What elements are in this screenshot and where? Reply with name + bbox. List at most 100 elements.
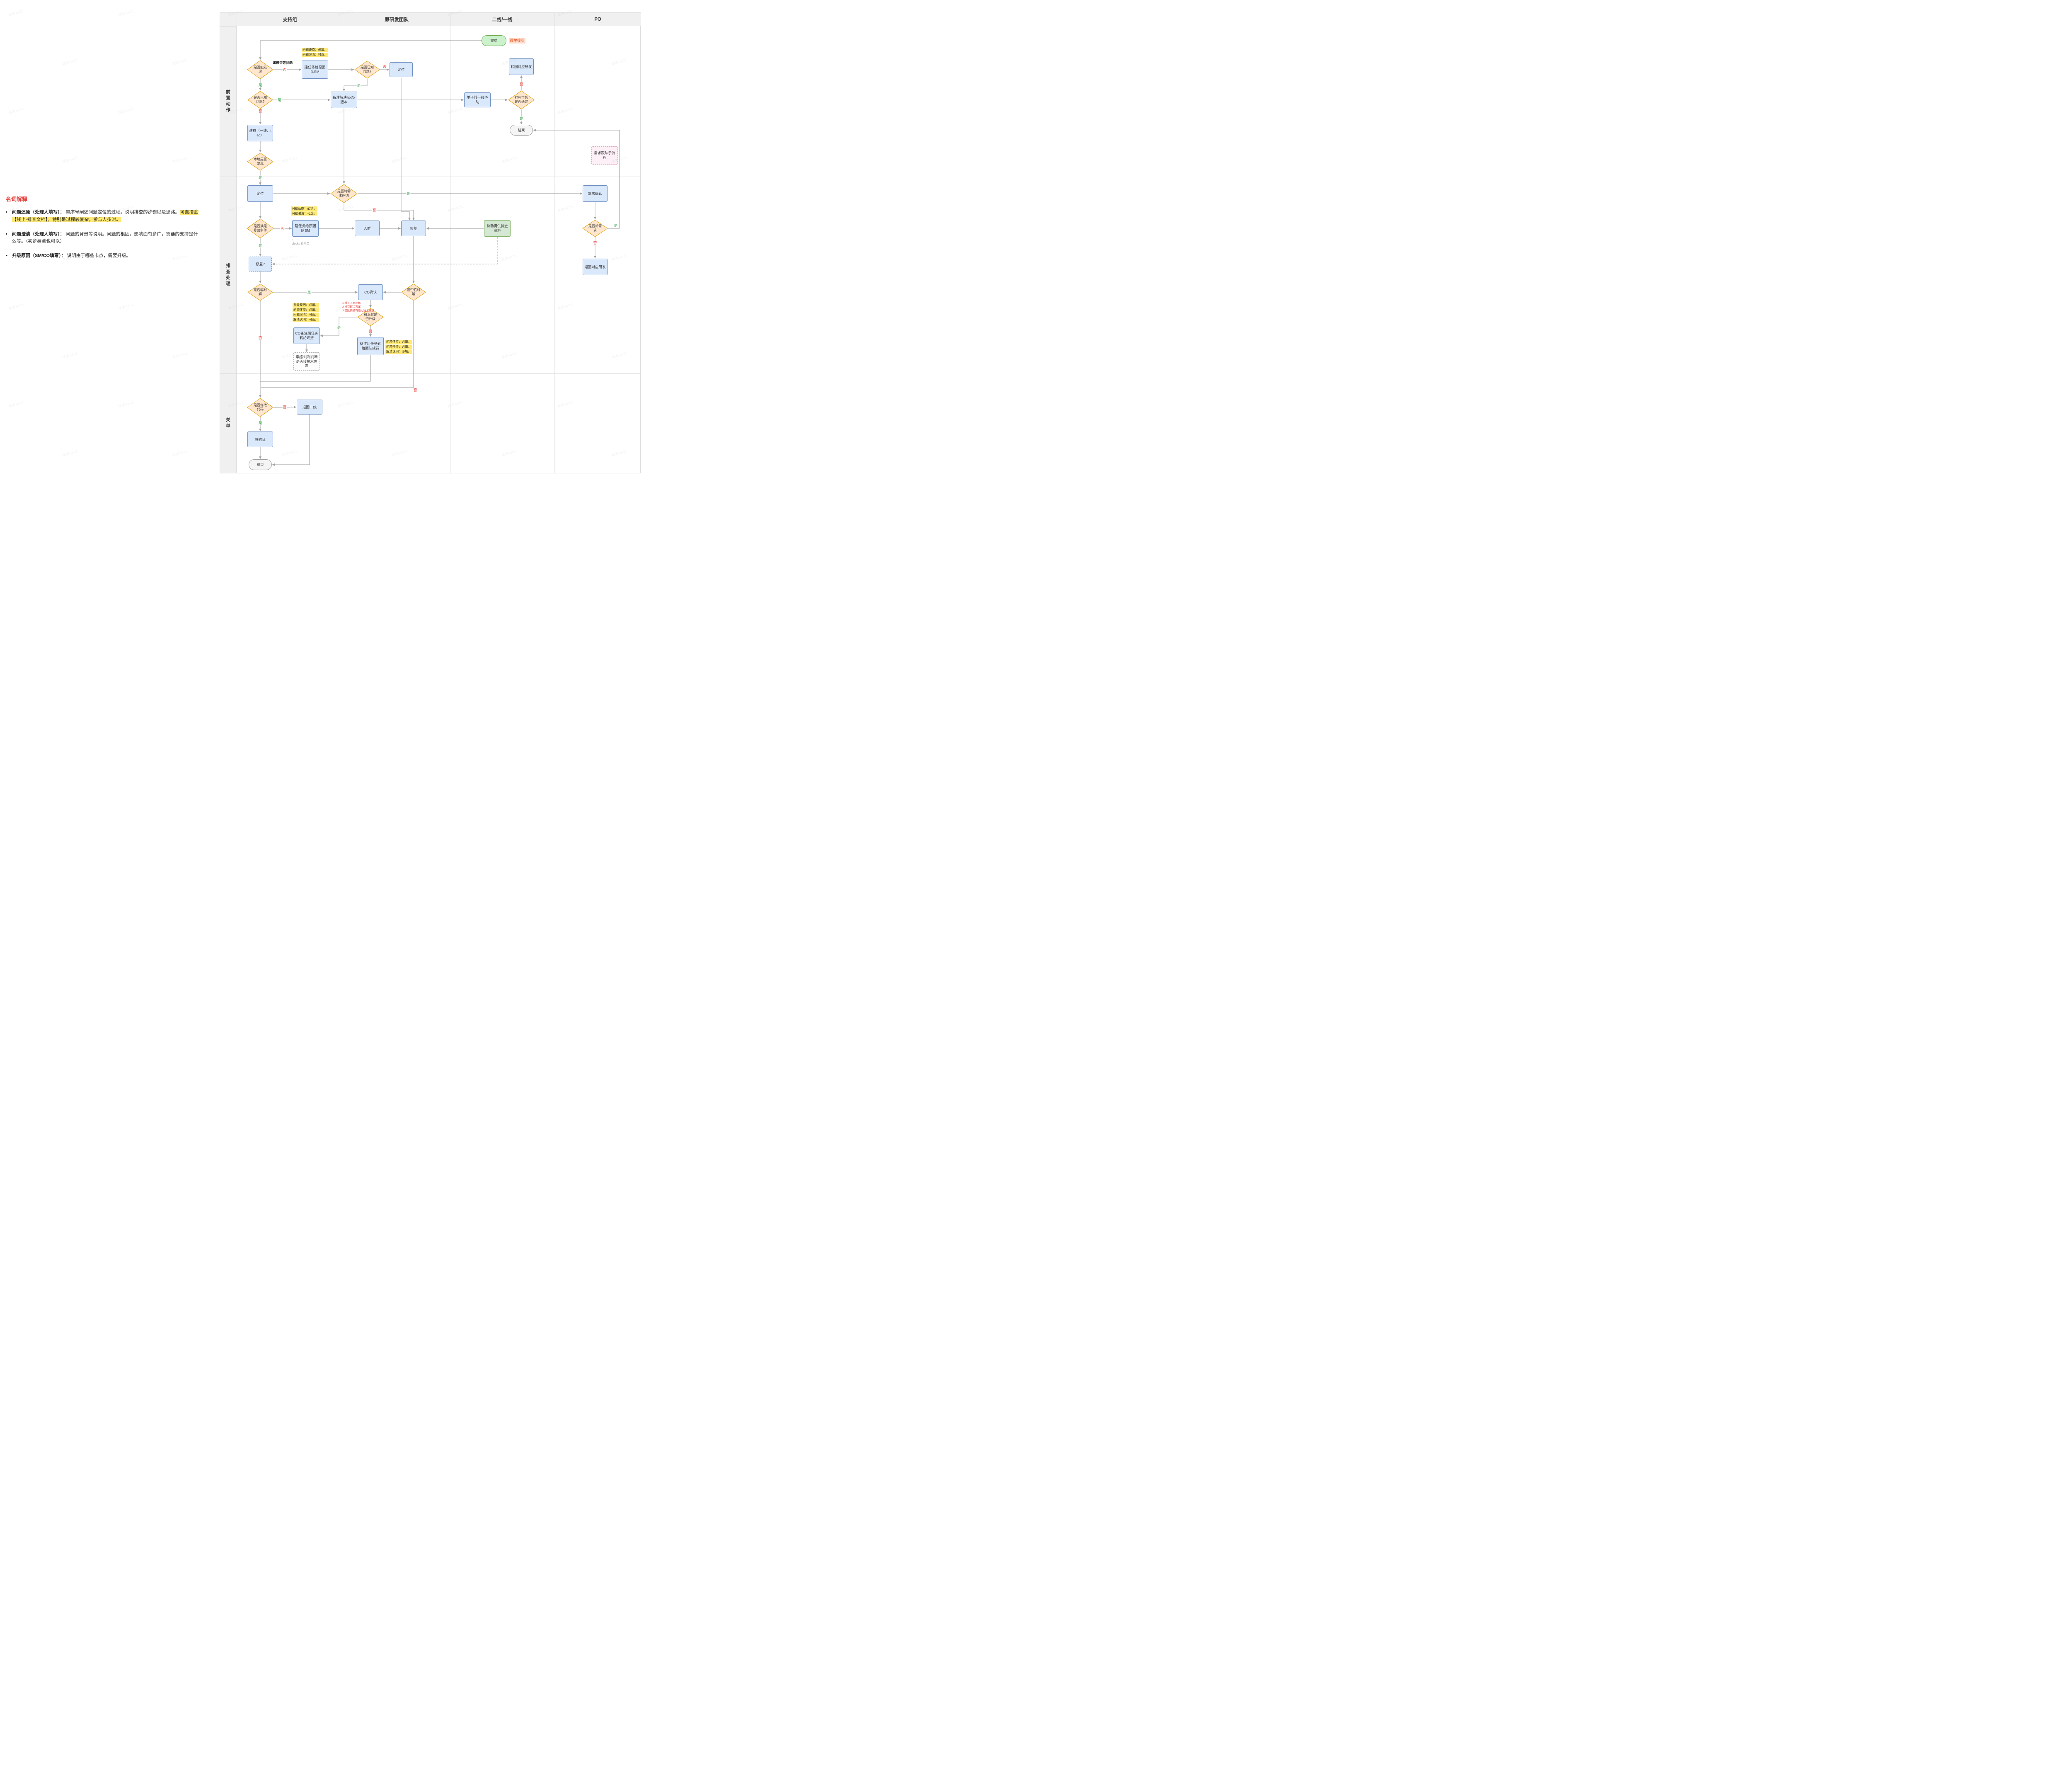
edge-label-no-20: 否 (282, 405, 287, 409)
node-label: 是否临时解 (407, 288, 420, 296)
node-known-issue-1[interactable]: 是否已知问题? (354, 61, 380, 79)
node-can-handle[interactable]: 是否能处理 (247, 60, 274, 79)
node-label: 根本解是否升级 (363, 313, 377, 321)
node-ticket-to-line1[interactable]: 单子转一线协助 (464, 92, 491, 107)
node-ticket-submit[interactable]: 提单 (482, 35, 506, 46)
annotation-note-restore-2: 问题还原：必填。问题澄清：可选。 (291, 206, 317, 216)
glossary-term: 升级原因（SM/CO填写）： (12, 253, 66, 259)
node-end-top[interactable]: 结束 (510, 125, 533, 136)
node-temp-solution-2[interactable]: 是否临时解 (401, 284, 426, 301)
node-req-track-subflow[interactable]: 需求跟踪子流程 (591, 146, 618, 165)
node-label: 入群 (363, 226, 371, 230)
node-locate-1[interactable]: 定位 (390, 62, 413, 77)
glossary-text: 问题还原（处理人填写）： 带序号阐述问题定位的过程。说明排查的步骤以及思路。可直… (12, 209, 201, 224)
node-assist-materials[interactable]: 协助提供排查资料 (484, 220, 511, 237)
node-note-hotfix-version[interactable]: 备注解决hotfix版本 (331, 92, 357, 108)
node-back-to-rd[interactable]: 转回对应研发 (509, 58, 534, 75)
node-co-confirm[interactable]: CO确认 (358, 284, 383, 300)
node-label: 修复 (410, 226, 417, 230)
edge-label-yes-12: 是 (258, 243, 263, 247)
diamond-shape (247, 398, 274, 417)
column-header-po: PO (554, 13, 641, 26)
node-to-requirement-po[interactable]: 是否转需求(PO) (330, 184, 358, 203)
edge-label-yes-13: 是 (613, 223, 618, 228)
node-label: 退回对应研发 (584, 264, 606, 269)
edge-label-no-19: 否 (413, 388, 418, 392)
edge-label-no-0: 否 (282, 67, 287, 72)
node-label: 本地是否复现 (253, 157, 267, 165)
corner-cell (220, 13, 237, 26)
edge-label-yes-2: 是 (356, 83, 361, 87)
annotation-note-restore-3: 问题还原：必填。问题澄清：必填。解法说明：必填。 (385, 340, 412, 354)
node-note-task-to-team[interactable]: 备注后任务转给团队成员 (357, 337, 384, 355)
diamond-shape (247, 91, 273, 109)
node-label: 修复? (256, 262, 265, 266)
column-header-support-group: 支持组 (237, 13, 343, 26)
edge-label-yes-4: 是 (277, 97, 282, 102)
node-create-group[interactable]: 建群（一线、tac） (247, 125, 273, 141)
node-label: 建任务给原团队SM (304, 65, 326, 74)
edge-label-no-10: 否 (372, 208, 377, 212)
node-new-requirement[interactable]: 是否新需求 (582, 220, 608, 237)
node-create-task-orig-sm-2[interactable]: 建任务给原团队SM (292, 220, 319, 237)
node-label: CO备注后任务转给焕涛 (295, 331, 318, 340)
annotation-model-issues: 如模型等问题 (273, 61, 293, 65)
node-known-issue-2[interactable]: 是否已知问题? (247, 91, 273, 109)
node-label: 是否已知问题? (360, 65, 374, 73)
annotation-ticket-standard: 提单标准 (509, 38, 526, 44)
node-return-to-rd[interactable]: 退回对应研发 (583, 259, 608, 275)
node-end-bottom[interactable]: 结束 (249, 459, 272, 470)
node-locate-2[interactable]: 定位 (247, 185, 273, 202)
flowchart-page: 名词解释 • 问题还原（处理人填写）： 带序号阐述问题定位的过程。说明排查的步骤… (0, 0, 641, 473)
node-fix-question[interactable]: 修复? (249, 257, 272, 272)
node-label: CO确认 (364, 290, 377, 294)
node-label: 是否能处理 (253, 65, 267, 73)
node-temp-solution-1[interactable]: 是否临时解 (247, 284, 273, 301)
node-label: 李超/刘利判断是否转技术需求 (295, 354, 318, 368)
edge-label-yes-1: 是 (258, 82, 263, 87)
node-judge-tech-req[interactable]: 李超/刘利判断是否转技术需求 (293, 352, 320, 371)
node-patch-pass[interactable]: 打补丁后是否通过 (508, 90, 535, 109)
node-code-modified[interactable]: 是否修改代码 (247, 398, 274, 417)
glossary-body: 问题的背景等说明。问题的根因，影响面有多广，需要的支持是什么等。（初步猜测也可以… (12, 231, 198, 244)
glossary-item-restore: • 问题还原（处理人填写）： 带序号阐述问题定位的过程。说明排查的步骤以及思路。… (6, 209, 201, 224)
row-divider (237, 373, 641, 374)
node-label: 备注解决hotfix版本 (332, 95, 356, 104)
glossary-body: 带序号阐述问题定位的过程。说明排查的步骤以及思路。 (64, 210, 180, 215)
edge-label-no-5: 否 (258, 109, 263, 113)
diamond-shape (247, 153, 274, 171)
annotation-note-restore-1: 问题还原：必填。问题澄清：可选。 (302, 48, 328, 57)
node-join-group[interactable]: 入群 (355, 221, 380, 236)
node-label: 是否新需求 (588, 224, 602, 232)
edge-label-no-16: 否 (258, 335, 263, 340)
diamond-shape (508, 90, 535, 109)
node-label: 打补丁后是否通过 (514, 95, 528, 104)
node-create-task-orig-sm-1[interactable]: 建任务给原团队SM (302, 61, 328, 79)
edge-label-yes-7: 是 (519, 116, 524, 121)
node-label: 是否修改代码 (253, 403, 267, 411)
node-co-note-to-huantao[interactable]: CO备注后任务转给焕涛 (293, 327, 320, 344)
glossary-text: 升级原因（SM/CO填写）： 说明由于哪些卡点，需要升级。 (12, 252, 131, 260)
edge-label-yes-15: 是 (307, 290, 312, 294)
annotation-escalate-note: 升级原因：必填。问题还原：必填。问题澄清：可选。解法说明：可选。 (293, 303, 319, 322)
node-label: 结束 (518, 128, 525, 132)
glossary-body: 说明由于哪些卡点，需要升级。 (65, 253, 131, 259)
node-return-to-line2[interactable]: 退回二线 (297, 400, 322, 415)
edge-label-yes-17: 是 (336, 325, 341, 330)
node-label: 单子转一线协助 (467, 95, 488, 104)
bullet-icon: • (6, 231, 7, 237)
bullet-icon: • (6, 253, 7, 259)
node-meet-fix-cond[interactable]: 是否满足修复条件 (247, 218, 274, 238)
node-label: 结束 (257, 462, 264, 467)
node-fix[interactable]: 修复 (401, 221, 426, 236)
edge-label-no-11: 否 (280, 226, 285, 230)
node-local-repro[interactable]: 本地是否复现 (247, 153, 274, 171)
glossary-panel: 名词解释 • 问题还原（处理人填写）： 带序号阐述问题定位的过程。说明排查的步骤… (6, 195, 201, 267)
node-to-verify[interactable]: 待验证 (247, 432, 273, 447)
edge-label-yes-9: 是 (406, 191, 411, 196)
node-label: 提单 (490, 38, 498, 43)
row-label-close-ticket: 关单 (220, 373, 237, 473)
node-label: 需求确认 (588, 191, 602, 196)
node-req-confirm[interactable]: 需求确认 (583, 185, 608, 202)
annotation-blocks-defect: ↑ ↑blocks 缺陷单 (292, 238, 310, 245)
